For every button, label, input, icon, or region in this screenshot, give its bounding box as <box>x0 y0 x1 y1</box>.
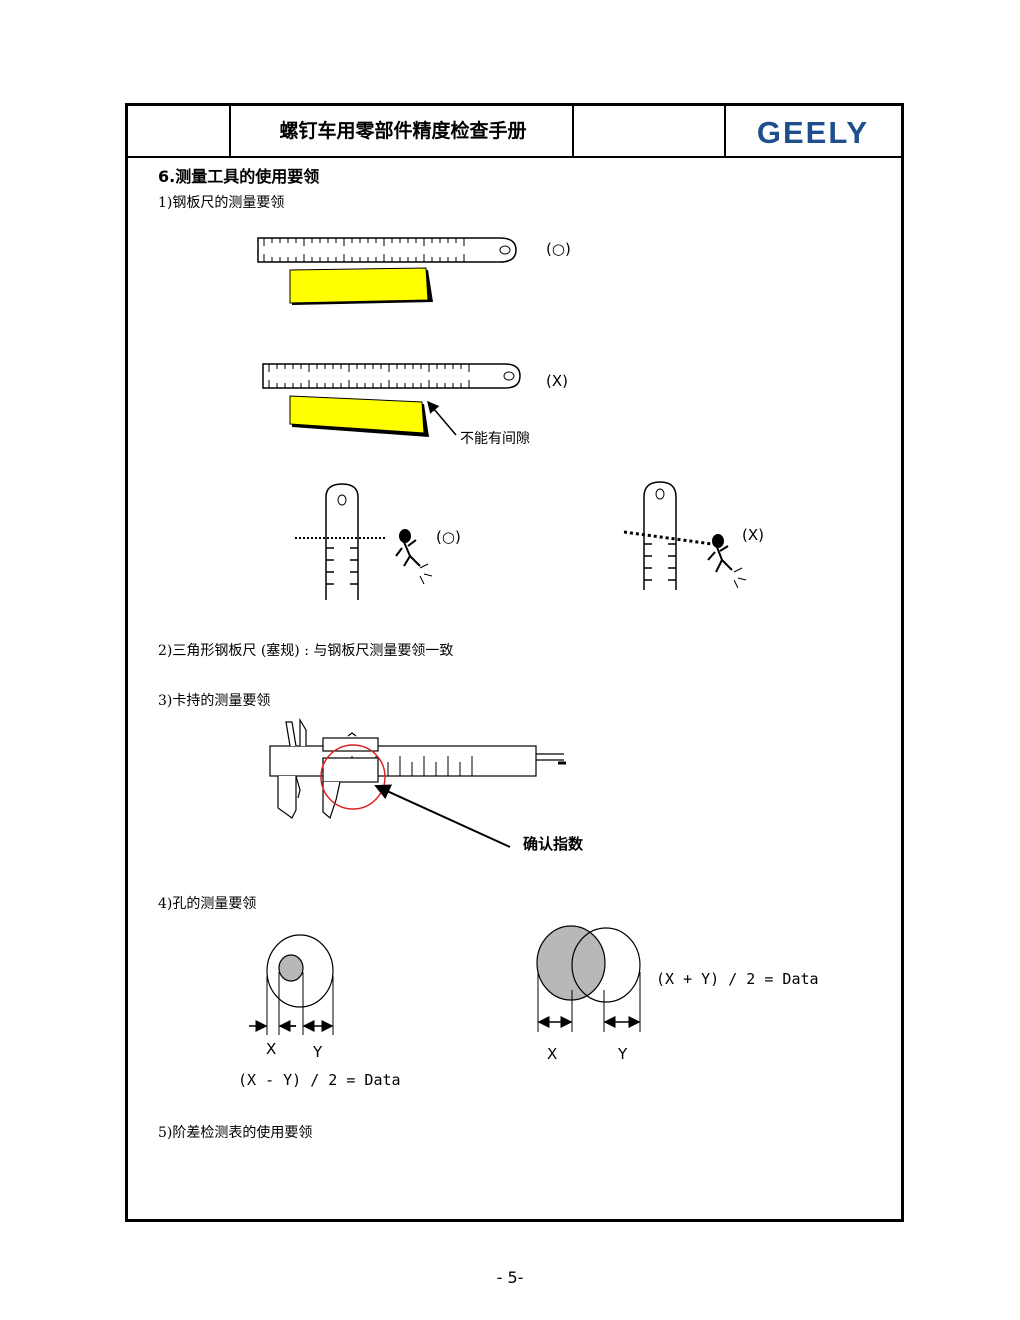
caliper-note: 确认指数 <box>523 835 584 853</box>
gap-note: 不能有间隙 <box>460 431 530 447</box>
item-steel-ruler: 1)钢板尺的测量要领 <box>158 195 285 211</box>
hole-left-x: X <box>266 1040 277 1058</box>
header-bar: 螺钉车用零部件精度检查手册 GEELY <box>128 106 901 158</box>
geely-logo: GEELY <box>757 115 869 150</box>
eye-correct-mark: (○) <box>436 528 461 546</box>
vernier-caliper <box>269 717 566 848</box>
page-number: - 5- <box>496 1268 524 1287</box>
hole-left-formula: (X - Y) / 2 = Data <box>238 1071 401 1089</box>
item-hole: 4)孔的测量要领 <box>158 896 257 912</box>
steel-ruler-wrong <box>262 363 521 437</box>
hole-left-diagram <box>249 934 334 1035</box>
logo-text: GEELY <box>757 115 869 150</box>
viewer-figure-correct <box>395 529 433 585</box>
ruler-correct-mark: (○) <box>546 240 571 258</box>
hole-right-formula: (X + Y) / 2 = Data <box>656 970 819 988</box>
vertical-ruler-wrong <box>623 481 747 590</box>
hole-right-y: Y <box>618 1045 628 1063</box>
item-step-gauge: 5)阶差检测表的使用要领 <box>158 1125 313 1141</box>
eye-wrong-mark: (X) <box>742 526 764 544</box>
hole-right-diagram <box>536 925 641 1032</box>
item-triangle-ruler: 2)三角形钢板尺 (塞规) : 与钢板尺测量要领一致 <box>158 643 454 659</box>
vertical-ruler-correct <box>295 483 433 600</box>
steel-ruler-correct <box>257 237 517 305</box>
item-caliper: 3)卡持的测量要领 <box>158 693 271 709</box>
ruler-wrong-mark: (X) <box>546 372 568 390</box>
hole-left-y: Y <box>313 1043 323 1061</box>
document-title: 螺钉车用零部件精度检查手册 <box>279 120 527 142</box>
hole-right-x: X <box>547 1045 558 1063</box>
viewer-figure-wrong <box>707 534 747 589</box>
page-frame: 螺钉车用零部件精度检查手册 GEELY <box>125 103 904 1222</box>
section-title: 6.测量工具的使用要领 <box>158 167 320 186</box>
